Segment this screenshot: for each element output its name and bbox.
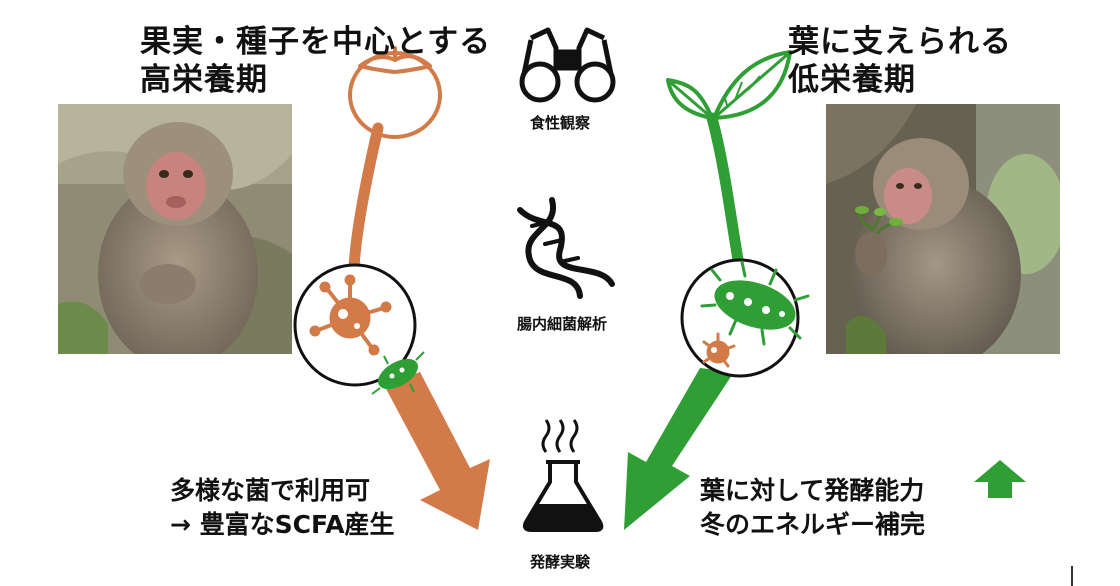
bacteria-icon-right bbox=[680, 258, 810, 378]
orange-flow-stem bbox=[348, 122, 384, 274]
dna-icon bbox=[517, 197, 615, 299]
flask-icon bbox=[522, 419, 604, 532]
left-season-title-line2: 高栄養期 bbox=[140, 62, 268, 98]
right-season-title-line2: 低栄養期 bbox=[788, 62, 916, 98]
left-result-line1: 多様な菌で利用可 bbox=[170, 476, 371, 505]
macaque-photo-right-art bbox=[826, 104, 1060, 354]
leaf-icon bbox=[666, 50, 792, 120]
persimmon-icon bbox=[348, 46, 442, 139]
fermentation-label: 発酵実験 bbox=[530, 553, 591, 571]
right-season-title-line1: 葉に支えられる bbox=[788, 24, 1012, 60]
green-flow-arrow bbox=[624, 368, 734, 530]
left-season-title-line1: 果実・種子を中心とする bbox=[140, 24, 492, 60]
green-flow-stem bbox=[706, 112, 746, 276]
bacteria-icon-left bbox=[293, 263, 425, 395]
observation-label: 食性観察 bbox=[530, 114, 591, 132]
right-result-line1: 葉に対して発酵能力 bbox=[700, 476, 925, 505]
macaque-photo-left-art bbox=[58, 104, 292, 354]
macaque-photo-left bbox=[58, 104, 292, 354]
macaque-photo-right bbox=[826, 104, 1060, 354]
right-result-line2: 冬のエネルギー補完 bbox=[700, 510, 926, 539]
binoculars-icon bbox=[519, 27, 616, 103]
microbiome-label: 腸内細菌解析 bbox=[517, 315, 608, 333]
left-result-line2: → 豊富なSCFA産生 bbox=[170, 510, 395, 539]
up-arrow-icon bbox=[974, 460, 1026, 498]
orange-flow-arrow bbox=[384, 372, 490, 530]
